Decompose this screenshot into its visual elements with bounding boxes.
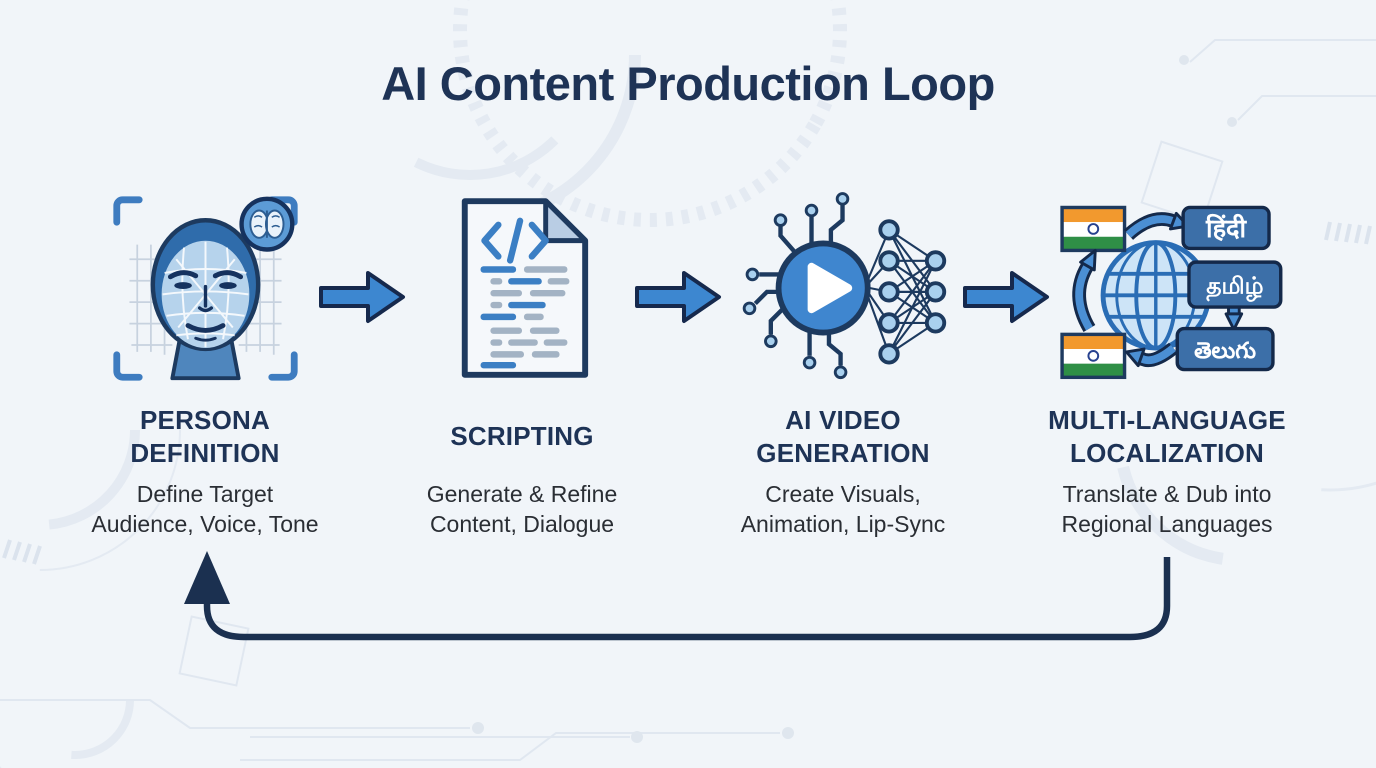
language-badge-hindi: हिंदी — [1180, 205, 1271, 250]
brain-icon — [238, 196, 294, 252]
globe-translation-icon: हिंदी தமிழ் తెలుగు — [1059, 205, 1282, 379]
play-circuit-neural-network-icon — [742, 192, 947, 380]
step-ai-video-generation: AI VIDEO GENERATION Create Visuals, Anim… — [688, 182, 998, 540]
code-brackets-icon — [481, 217, 549, 264]
scripting-icon-box — [360, 182, 684, 394]
play-icon — [807, 262, 853, 314]
localization-icon-box: हिंदी தமிழ் తెలుగు — [1002, 182, 1332, 394]
step-desc-scripting: Generate & Refine Content, Dialogue — [426, 481, 618, 538]
svg-text:हिंदी: हिंदी — [1205, 212, 1248, 242]
circuit-traces — [753, 204, 845, 366]
step-multi-language-localization: हिंदी தமிழ் తెలుగు MULTI-LANGUAGE LOCALI… — [1002, 182, 1332, 540]
persona-icon-box — [30, 182, 380, 394]
language-badge-telugu: తెలుగు — [1175, 326, 1275, 371]
script-text-lines — [480, 266, 570, 369]
circuit-nodes — [742, 192, 850, 380]
step-title-ai-video: AI VIDEO GENERATION — [756, 405, 930, 469]
step-desc-ai-video: Create Visuals, Animation, Lip-Sync — [740, 481, 946, 538]
flow-arrow-2-icon — [635, 271, 721, 323]
page-title: AI Content Production Loop — [381, 57, 995, 110]
india-flag-icon — [1059, 205, 1126, 252]
flow-arrow-1-icon — [319, 271, 405, 323]
svg-text:தமிழ்: தமிழ் — [1206, 271, 1263, 301]
face-scan-brain-icon — [112, 195, 298, 381]
step-desc-localization: Translate & Dub into Regional Languages — [1061, 481, 1273, 538]
neural-network-nodes — [878, 219, 947, 365]
flow-arrow-3-icon — [963, 271, 1049, 323]
step-persona-definition: PERSONA DEFINITION Define Target Audienc… — [30, 182, 380, 540]
svg-text:తెలుగు: తెలుగు — [1194, 337, 1256, 363]
ai-video-icon-box — [688, 182, 998, 394]
step-title-localization: MULTI-LANGUAGE LOCALIZATION — [1048, 405, 1286, 469]
step-title-persona: PERSONA DEFINITION — [130, 405, 280, 469]
step-title-scripting: SCRIPTING — [450, 421, 594, 452]
india-flag-icon — [1059, 332, 1126, 379]
language-badge-tamil: தமிழ் — [1186, 259, 1282, 309]
step-scripting: SCRIPTING Generate & Refine Content, Dia… — [360, 182, 684, 540]
code-script-document-icon — [461, 198, 589, 378]
step-desc-persona: Define Target Audience, Voice, Tone — [91, 481, 319, 538]
